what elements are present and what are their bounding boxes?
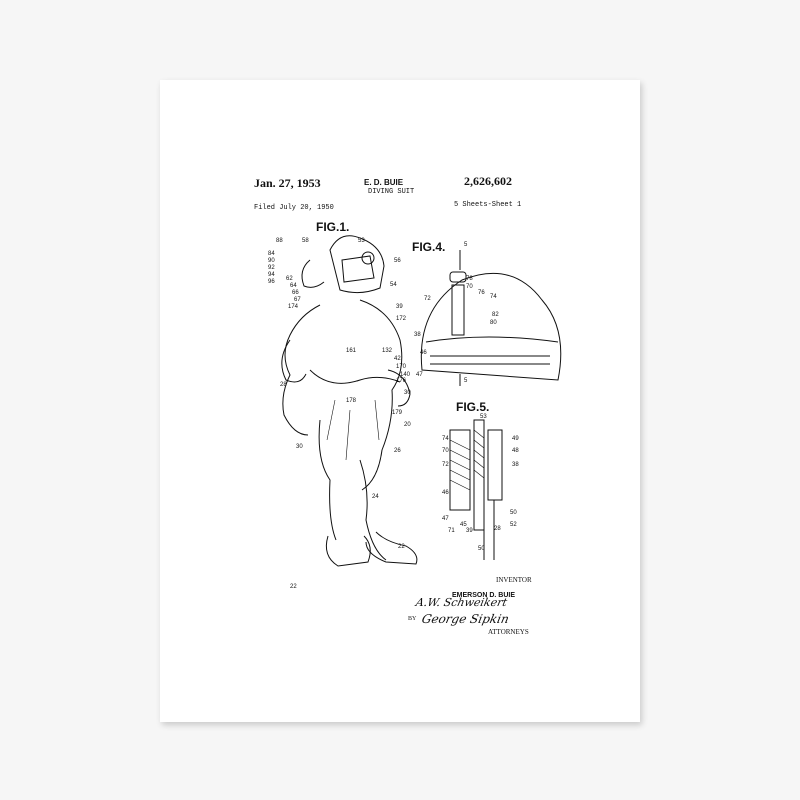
reference-numeral: 30 xyxy=(296,444,303,450)
reference-numeral: 179 xyxy=(392,410,403,416)
reference-numeral: 28 xyxy=(280,382,287,388)
reference-numeral: 94 xyxy=(268,272,275,278)
reference-numeral: 38 xyxy=(512,462,519,468)
reference-numeral: 50 xyxy=(478,546,485,552)
attorney-signature-1: A.W. Schweikert xyxy=(414,596,509,609)
filed-date: Filed July 20, 1950 xyxy=(254,204,334,212)
reference-numeral: 82 xyxy=(492,312,499,318)
attorney-signature-2: George Sipkin xyxy=(420,612,511,626)
reference-numeral: 84 xyxy=(268,251,275,257)
fig5-section xyxy=(449,419,503,560)
inventor-header: E. D. BUIE xyxy=(364,178,404,187)
reference-numeral: 48 xyxy=(512,448,519,454)
reference-numeral: 52 xyxy=(510,522,517,528)
reference-numeral: 22 xyxy=(290,584,297,590)
reference-numeral: 70 xyxy=(442,448,449,454)
reference-numeral: 58 xyxy=(302,238,309,244)
reference-numeral: 67 xyxy=(294,297,301,303)
fig5-label: FIG.5. xyxy=(456,400,490,414)
reference-numeral: 47 xyxy=(416,372,423,378)
patent-number: 2,626,602 xyxy=(464,174,512,188)
reference-numeral: 66 xyxy=(292,290,299,296)
patent-date: Jan. 27, 1953 xyxy=(254,176,321,190)
reference-numeral: 42 xyxy=(394,356,401,362)
reference-numeral: 45 xyxy=(460,522,467,528)
fig4-label: FIG.4. xyxy=(412,240,446,254)
reference-numeral: 72 xyxy=(442,462,449,468)
reference-numeral: 176 xyxy=(396,378,407,384)
reference-numeral: 96 xyxy=(268,279,275,285)
reference-numeral: 53 xyxy=(480,414,487,420)
reference-numeral: 46 xyxy=(442,490,449,496)
reference-numeral: 74 xyxy=(442,436,449,442)
reference-numeral: 26 xyxy=(394,448,401,454)
sheet-count: 5 Sheets-Sheet 1 xyxy=(454,201,522,209)
reference-numeral: 178 xyxy=(346,398,357,404)
reference-numeral: 24 xyxy=(372,494,379,500)
reference-numeral: 28 xyxy=(494,526,501,532)
patent-title: DIVING SUIT xyxy=(368,188,415,196)
reference-numeral: 72 xyxy=(424,296,431,302)
reference-numeral: 170 xyxy=(396,364,407,370)
reference-numeral: 74 xyxy=(490,294,497,300)
reference-numeral: 90 xyxy=(268,258,275,264)
reference-numeral: 62 xyxy=(286,276,293,282)
reference-numeral: 50 xyxy=(510,510,517,516)
reference-numeral: 20 xyxy=(404,422,411,428)
reference-numeral: 140 xyxy=(400,372,411,378)
reference-numeral: 5 xyxy=(464,378,468,384)
reference-numeral: 49 xyxy=(512,436,519,442)
reference-numeral: 39 xyxy=(396,304,403,310)
reference-numeral: 174 xyxy=(288,304,299,310)
reference-numeral: 56 xyxy=(394,258,401,264)
fig1-label: FIG.1. xyxy=(316,220,350,234)
reference-numeral: 39 xyxy=(466,528,473,534)
reference-numeral: 92 xyxy=(268,265,275,271)
reference-numeral: 30 xyxy=(404,390,411,396)
reference-numeral: 46 xyxy=(420,350,427,356)
reference-numeral: 78 xyxy=(466,276,473,282)
reference-numeral: 76 xyxy=(478,290,485,296)
reference-numeral: 53 xyxy=(358,238,365,244)
reference-numeral: 70 xyxy=(466,284,473,290)
fig1-diver-drawing xyxy=(281,235,418,567)
by-label: BY xyxy=(408,616,417,622)
reference-numeral: 38 xyxy=(414,332,421,338)
reference-numeral: 71 xyxy=(448,528,455,534)
inventor-label: INVENTOR xyxy=(496,576,532,584)
reference-numeral: 54 xyxy=(390,282,397,288)
reference-numeral: 161 xyxy=(346,348,357,354)
reference-numeral: 88 xyxy=(276,238,283,244)
inventor-name: EMERSON D. BUIE xyxy=(452,592,516,599)
attorneys-label: ATTORNEYS xyxy=(488,628,529,636)
fig4-helmet-section xyxy=(420,250,562,386)
reference-numeral: 64 xyxy=(290,283,297,289)
reference-numeral: 22 xyxy=(398,544,405,550)
reference-numeral: 80 xyxy=(490,320,497,326)
reference-numeral: 172 xyxy=(396,316,407,322)
poster-print: Jan. 27, 1953 E. D. BUIE DIVING SUIT 2,6… xyxy=(160,80,640,722)
reference-numeral: 5 xyxy=(464,242,468,248)
reference-numeral: 47 xyxy=(442,516,449,522)
reference-numeral: 132 xyxy=(382,348,393,354)
